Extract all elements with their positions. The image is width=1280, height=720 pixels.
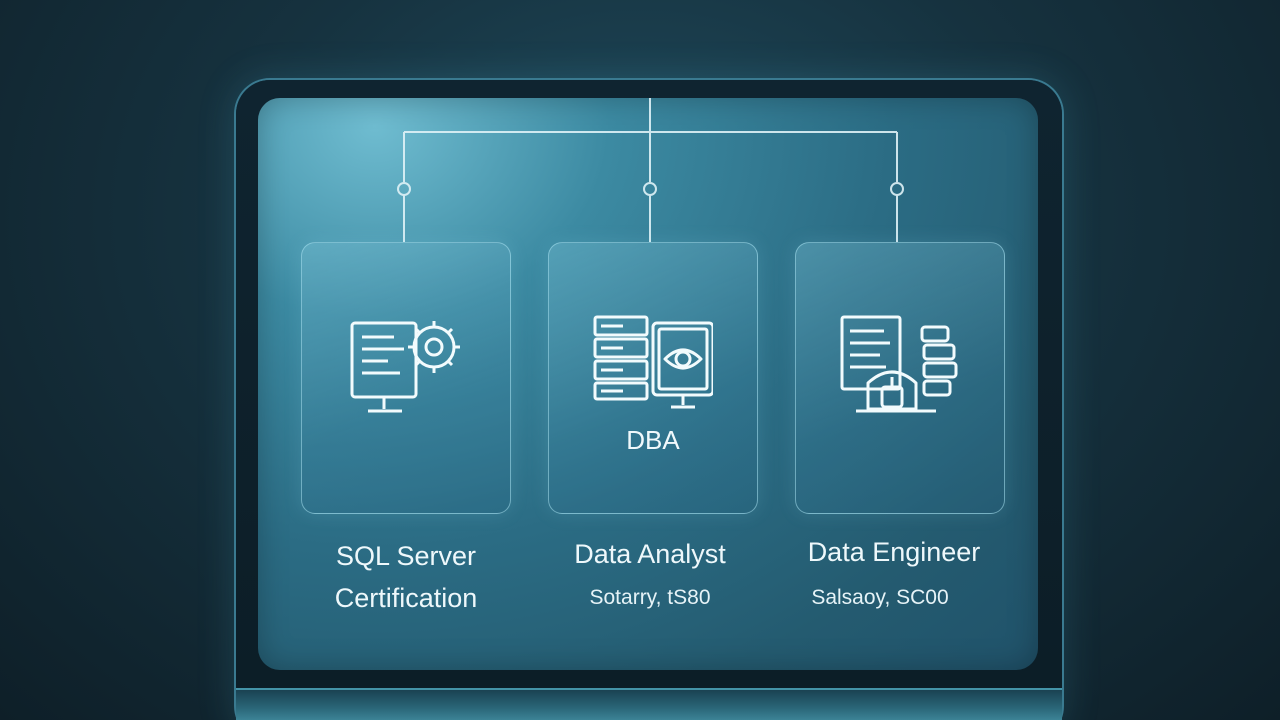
- card-data-engineer[interactable]: [795, 242, 1005, 514]
- monitor-base: [236, 690, 1062, 720]
- card-3-subtitle: Salsaoy, SC00: [811, 586, 949, 609]
- card-2-inner-label: DBA: [626, 425, 680, 455]
- card-1-title: SQL Server Certification: [296, 536, 516, 620]
- monitor-gear-icon: [350, 321, 460, 413]
- card-1-title-line2: Certification: [334, 582, 478, 613]
- card-2-title: Data Analyst: [574, 539, 726, 569]
- card-2-subtitle: Sotarry, tS80: [589, 586, 711, 609]
- card-data-analyst[interactable]: DBA: [548, 242, 758, 514]
- server-monitor-eye-icon: [593, 315, 713, 409]
- card-3-title: Data Engineer: [807, 537, 981, 567]
- card-sql-server-certification[interactable]: [301, 242, 511, 514]
- card-1-title-line1: SQL Server: [335, 541, 477, 571]
- document-database-icon: [840, 315, 958, 413]
